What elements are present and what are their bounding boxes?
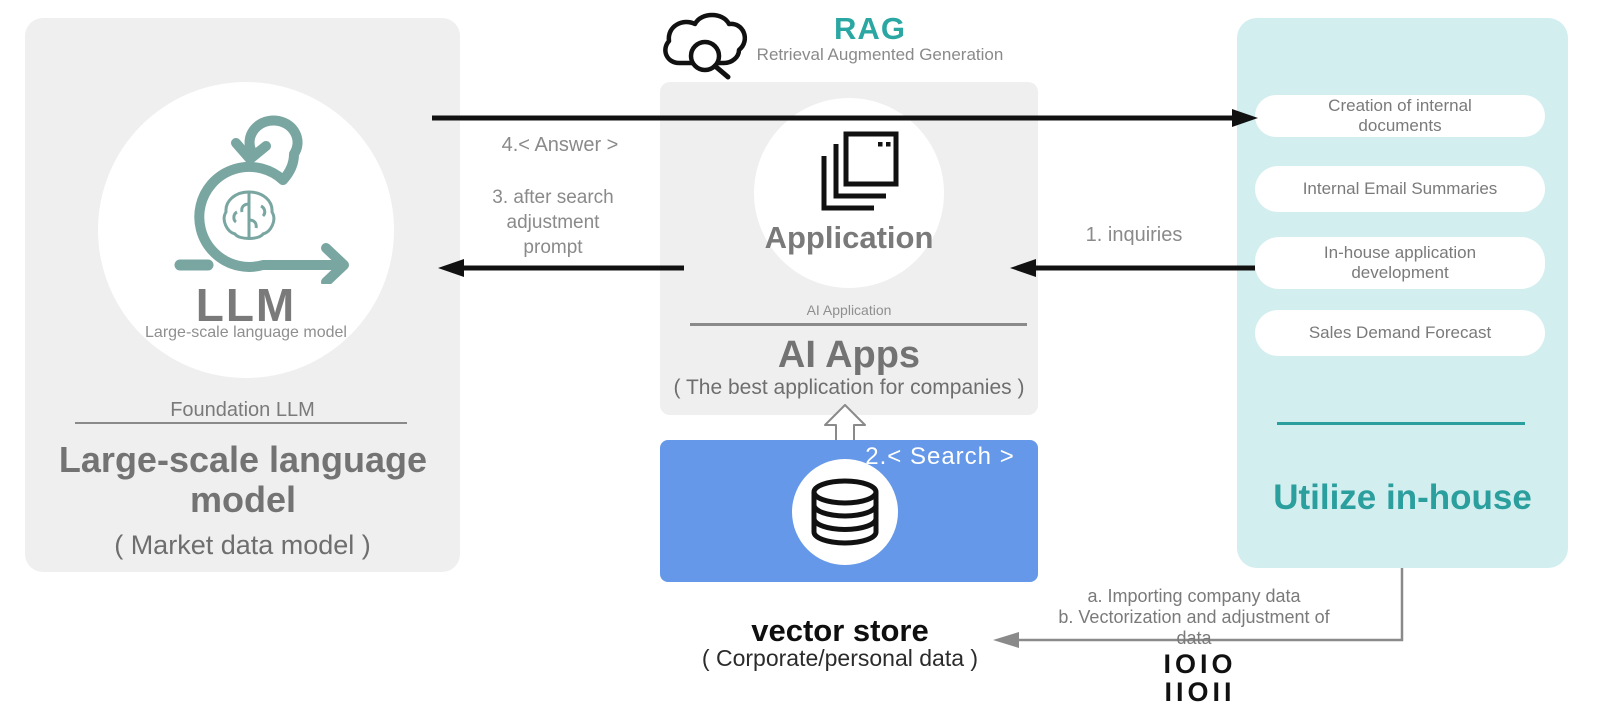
prompt-label-line1: 3. after search: [492, 187, 614, 208]
ingest-flow-arrow: [985, 560, 1410, 655]
llm-panel: LLM Large-scale language model Foundatio…: [25, 18, 460, 572]
inquiries-flow-arrow: [1008, 256, 1255, 280]
inhouse-panel: Creation of internal documents Internal …: [1237, 18, 1568, 568]
pill-inhouse-app-dev: In-house application development: [1255, 237, 1545, 289]
vector-store-heading: vector store: [751, 613, 929, 648]
binary-data-icon: IOIO IIOII: [1100, 650, 1300, 706]
vector-store-box: 2.< Search >: [660, 440, 1038, 582]
llm-divider: [75, 422, 407, 424]
pill-internal-documents: Creation of internal documents: [1255, 95, 1545, 137]
inhouse-divider: [1277, 422, 1525, 425]
llm-heading: Large-scale language model: [58, 439, 428, 521]
prompt-flow-arrow: [436, 256, 684, 280]
search-step-label: 2.< Search >: [865, 443, 1015, 470]
utilize-inhouse-heading: Utilize in-house: [1273, 478, 1532, 517]
binary-row-2: IIOII: [1164, 677, 1236, 707]
application-icon-title: Application: [764, 220, 934, 255]
prompt-label-line2: adjustment: [506, 212, 600, 233]
ingest-label-line-b: b. Vectorization and adjustment of data: [1058, 607, 1330, 648]
llm-icon-title: LLM: [195, 279, 297, 331]
application-panel: Application AI Application AI Apps ( The…: [660, 82, 1038, 415]
vector-store-circle: [792, 459, 898, 565]
binary-row-1: IOIO: [1163, 649, 1237, 679]
prompt-label-line3: prompt: [523, 237, 583, 258]
pill-email-summaries: Internal Email Summaries: [1255, 166, 1545, 212]
rag-title: RAG: [834, 11, 906, 46]
ai-apps-subheading: ( The best application for companies ): [673, 376, 1025, 399]
llm-loop-brain-icon: [163, 108, 363, 284]
llm-subheading: ( Market data model ): [114, 530, 371, 560]
application-circle: [754, 98, 944, 288]
prompt-label: 3. after search adjustment prompt: [478, 185, 628, 260]
llm-icon-subtitle: Large-scale language model: [145, 324, 347, 341]
foundation-llm-label: Foundation LLM: [170, 399, 315, 421]
cloud-search-icon: [655, 6, 755, 81]
vector-store-subheading: ( Corporate/personal data ): [701, 645, 979, 671]
ai-application-label: AI Application: [806, 302, 892, 318]
stacked-docs-icon: [810, 128, 900, 220]
ai-apps-heading: AI Apps: [777, 334, 921, 376]
database-icon: [805, 478, 885, 550]
application-divider: [690, 323, 1027, 326]
rag-subtitle: Retrieval Augmented Generation: [756, 45, 1004, 64]
ingest-label-line-a: a. Importing company data: [1087, 586, 1301, 606]
llm-circle: [98, 82, 394, 378]
answer-flow-arrow: [432, 106, 1260, 130]
answer-label: 4.< Answer >: [501, 134, 619, 156]
ingest-label: a. Importing company data b. Vectorizati…: [1044, 586, 1344, 649]
inquiries-label: 1. inquiries: [1085, 224, 1183, 246]
pill-sales-forecast: Sales Demand Forecast: [1255, 310, 1545, 356]
